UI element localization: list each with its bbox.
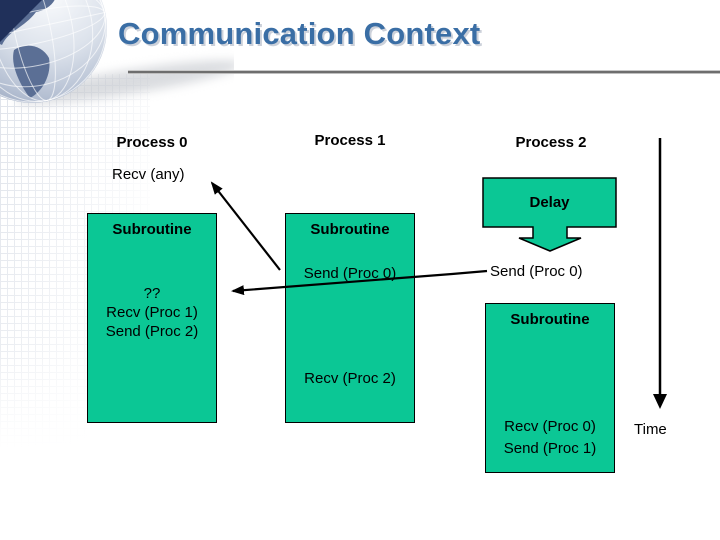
process-0-send-proc2-label: Send (Proc 2) — [105, 323, 199, 340]
process-1-recv-proc2-label: Recv (Proc 2) — [304, 370, 396, 387]
process-0-recv-proc1-label: Recv (Proc 1) — [106, 304, 198, 321]
process-2-box-title: Subroutine — [510, 311, 590, 328]
process-1-subroutine-box: Subroutine Send (Proc 0) Recv (Proc 2) — [285, 213, 415, 423]
process-2-send-proc0-label: Send (Proc 0) — [490, 263, 583, 280]
process-2-subroutine-box: Subroutine Recv (Proc 0) Send (Proc 1) — [485, 303, 615, 473]
process-0-question-label: ?? — [143, 285, 161, 302]
process-0-box-title: Subroutine — [112, 221, 192, 238]
process-0-box-lines: ?? Recv (Proc 1) Send (Proc 2) — [88, 284, 216, 341]
continent-south-america — [13, 45, 50, 98]
send-to-recv-any-arrow — [210, 181, 281, 271]
process-0-subroutine-box: Subroutine ?? Recv (Proc 1) Send (Proc 2… — [87, 213, 217, 423]
corner-accent-shape — [0, 0, 62, 58]
delay-down-arrow-callout — [482, 177, 617, 252]
time-axis-label: Time — [634, 421, 667, 438]
title-underline — [128, 70, 720, 74]
process-2-send-proc1-label: Send (Proc 1) — [503, 440, 597, 457]
process-0-header: Process 0 — [116, 134, 188, 151]
process-1-header: Process 1 — [314, 132, 386, 149]
globe-icon — [0, 0, 234, 104]
process-1-box-title: Subroutine — [310, 221, 390, 238]
process-0-recv-any-label: Recv (any) — [112, 166, 185, 183]
process-1-send-proc0-label: Send (Proc 0) — [303, 265, 397, 282]
time-axis-arrowhead-icon — [653, 394, 667, 409]
process-2-recv-proc0-label: Recv (Proc 0) — [504, 418, 596, 435]
delay-label: Delay — [529, 194, 570, 211]
process-2-header: Process 2 — [515, 134, 587, 151]
page-title: Communication Context — [118, 16, 481, 51]
process-2-box-lines: Recv (Proc 0) Send (Proc 1) — [486, 416, 614, 460]
